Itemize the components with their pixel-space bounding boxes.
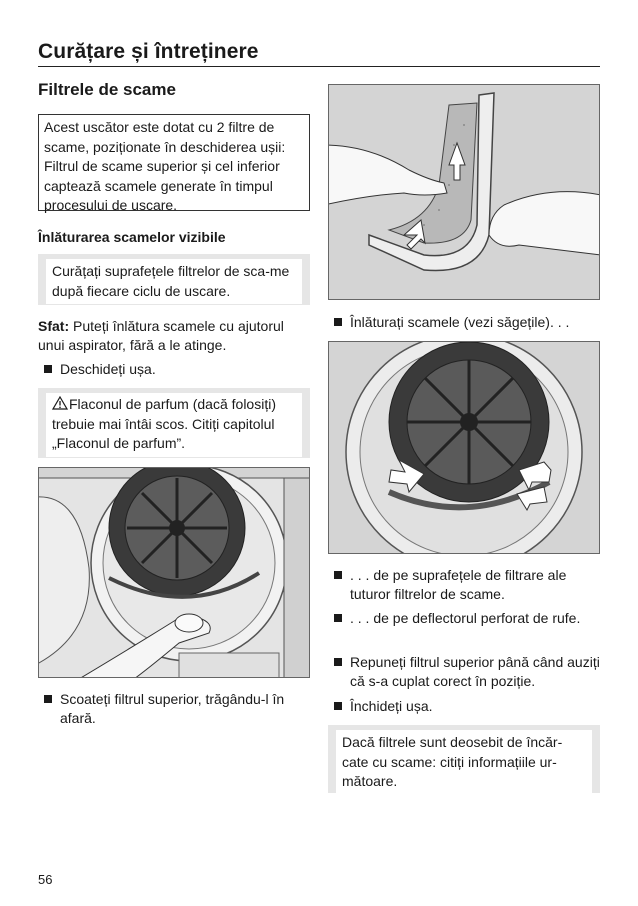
subheading-visible-lint: Înlăturarea scamelor vizibile: [38, 229, 226, 245]
step-close-door: Închideți ușa.: [328, 697, 600, 716]
step-deflector: . . . de pe deflectorul perforat de rufe…: [328, 609, 600, 628]
square-bullet-icon: [44, 365, 52, 373]
drum-drawing: [329, 342, 599, 553]
dryer-open-door-illustration: [38, 467, 310, 678]
warning-triangle-icon: [52, 396, 68, 410]
square-bullet-icon: [334, 571, 342, 579]
page-number: 56: [38, 872, 53, 887]
tip-text: Puteți înlătura scamele cu ajutorul unui…: [38, 318, 284, 353]
note-clean-text: Curățați suprafețele filtrelor de sca-me…: [52, 263, 290, 299]
step-replace-text: Repuneți filtrul superior până când auzi…: [350, 654, 600, 689]
step-replace-filter: Repuneți filtrul superior până când auzi…: [328, 653, 600, 691]
note-heavy-lint: Dacă filtrele sunt deosebit de încăr-cat…: [328, 725, 600, 795]
square-bullet-icon: [334, 318, 342, 326]
drum-deflector-illustration: [328, 341, 600, 554]
title-divider: [38, 66, 600, 67]
square-bullet-icon: [334, 658, 342, 666]
step-open-text: Deschideți ușa.: [60, 361, 156, 377]
step-filter-surfaces: . . . de pe suprafețele de filtrare ale …: [328, 566, 600, 604]
tip-paragraph: Sfat: Puteți înlătura scamele cu ajutoru…: [38, 317, 313, 355]
square-bullet-icon: [334, 614, 342, 622]
warning-text: Flaconul de parfum (dacă folosiți) trebu…: [52, 396, 276, 451]
note-clean-filters: Curățați suprafețele filtrelor de sca-me…: [38, 254, 310, 305]
intro-text: Acest uscător este dotat cu 2 filtre de …: [44, 119, 286, 213]
page-title: Curățare și întreținere: [38, 40, 259, 63]
step-close-text: Închideți ușa.: [350, 698, 433, 714]
dryer-drawing: [39, 468, 309, 677]
step-deflector-text: . . . de pe deflectorul perforat de rufe…: [350, 610, 581, 626]
note-heavy-text: Dacă filtrele sunt deosebit de încăr-cat…: [342, 734, 563, 789]
section-title: Filtrele de scame: [38, 80, 176, 99]
step-remove-filter: Scoateți filtrul superior, trăgându-l în…: [38, 690, 310, 728]
step-open-door: Deschideți ușa.: [38, 360, 308, 379]
tip-label: Sfat:: [38, 318, 70, 334]
intro-box: Acest uscător este dotat cu 2 filtre de …: [38, 114, 310, 213]
step-remove-text: Scoateți filtrul superior, trăgându-l în…: [60, 691, 285, 726]
filter-drawing: [329, 85, 599, 299]
filter-cleaning-illustration: [328, 84, 600, 300]
square-bullet-icon: [44, 695, 52, 703]
square-bullet-icon: [334, 702, 342, 710]
warning-box: Flaconul de parfum (dacă folosiți) trebu…: [38, 388, 310, 458]
step-surfaces-text: . . . de pe suprafețele de filtrare ale …: [350, 567, 567, 602]
step-lint-text: Înlăturați scamele (vezi săgețile). . .: [350, 314, 570, 330]
step-remove-lint: Înlăturați scamele (vezi săgețile). . .: [328, 313, 600, 332]
